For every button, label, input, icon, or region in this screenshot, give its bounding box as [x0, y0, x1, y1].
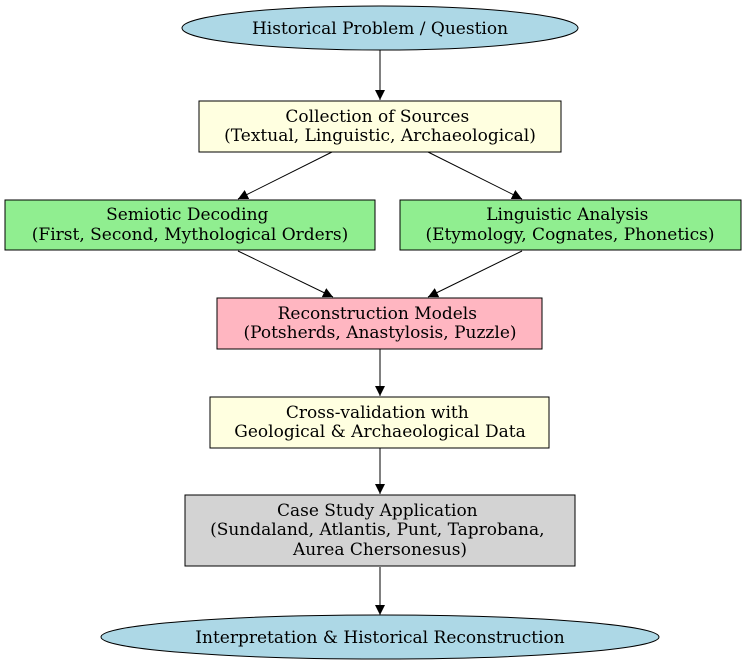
- node-label-line: Historical Problem / Question: [252, 19, 508, 39]
- svg-text:Reconstruction Models (P: Reconstruction Models (Potsherds, Anasty…: [243, 304, 516, 343]
- node-shape: [209, 396, 550, 449]
- node-label-line: (Sundaland, Atlantis, Punt, Taprobana,: [210, 520, 544, 540]
- svg-text:Case Study Application (: Case Study Application (Sundaland, Atlan…: [210, 501, 550, 560]
- node-collection-of-sources: Collection of Sources (Textual, Linguist…: [198, 100, 562, 153]
- node-shape: [216, 297, 543, 350]
- node-label-line: (First, Second, Mythological Orders): [32, 225, 348, 245]
- svg-text:Cross-validation with Ge: Cross-validation with Geological & Archa…: [234, 403, 525, 442]
- node-label-line: Aurea Chersonesus): [292, 540, 467, 560]
- node-label-line: Interpretation & Historical Reconstructi…: [195, 628, 564, 648]
- node-label-line: (Etymology, Cognates, Phonetics): [426, 225, 715, 245]
- node-shape: [100, 614, 660, 660]
- node-shape: [198, 100, 562, 153]
- node-cross-validation: Cross-validation with Geological & Archa…: [209, 396, 550, 449]
- node-label-line: Semiotic Decoding: [106, 205, 268, 225]
- node-label-line: Collection of Sources: [285, 107, 469, 127]
- edge-sources-to-semiotic: [237, 151, 333, 200]
- node-label-line: (Textual, Linguistic, Archaeological): [224, 126, 536, 146]
- edge-sources-to-linguistic: [427, 151, 523, 200]
- node-historical-problem: Historical Problem / Question: [181, 5, 579, 51]
- edge-semiotic-to-models: [237, 250, 334, 298]
- node-label-line: (Potsherds, Anastylosis, Puzzle): [243, 323, 516, 343]
- svg-text:Historical Problem / Question: Historical Problem / Question: [252, 19, 508, 39]
- edge-linguistic-to-models: [427, 250, 523, 298]
- node-linguistic-analysis: Linguistic Analysis (Etymology, Cognates…: [399, 199, 742, 251]
- svg-text:Semiotic Decoding (First: Semiotic Decoding (First, Second, Mythol…: [32, 205, 348, 245]
- svg-text:Collection of Sources (T: Collection of Sources (Textual, Linguist…: [224, 107, 536, 146]
- node-shape: [184, 494, 576, 567]
- svg-text:Interpretation & Historical Re: Interpretation & Historical Reconstructi…: [195, 628, 564, 648]
- node-shape: [399, 199, 742, 251]
- node-label-line: Reconstruction Models: [278, 304, 477, 324]
- svg-text:Linguistic Analysis (Ety: Linguistic Analysis (Etymology, Cognates…: [426, 205, 715, 245]
- node-label-line: Geological & Archaeological Data: [234, 422, 525, 442]
- node-reconstruction-models: Reconstruction Models (Potsherds, Anasty…: [216, 297, 543, 350]
- node-case-study-application: Case Study Application (Sundaland, Atlan…: [184, 494, 576, 567]
- node-interpretation: Interpretation & Historical Reconstructi…: [100, 614, 660, 660]
- node-shape: [4, 199, 376, 251]
- node-label-line: Linguistic Analysis: [486, 205, 648, 225]
- node-semiotic-decoding: Semiotic Decoding (First, Second, Mythol…: [4, 199, 376, 251]
- edges: [237, 50, 523, 615]
- node-shape: [181, 5, 579, 51]
- node-label-line: Case Study Application: [277, 501, 478, 521]
- node-label-line: Cross-validation with: [286, 403, 469, 423]
